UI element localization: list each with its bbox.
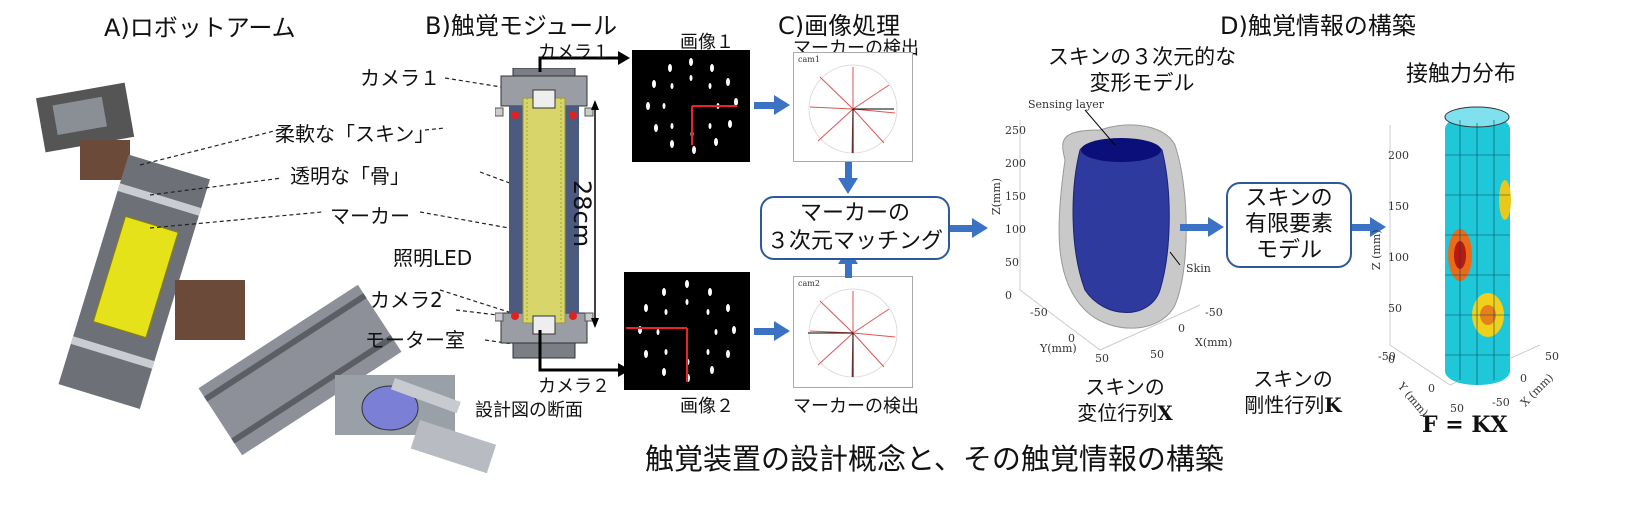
label-camera1: カメラ１ — [360, 66, 440, 90]
leader-lines — [139, 77, 523, 346]
section-b-title: B)触覚モジュール — [425, 12, 618, 40]
robot-forearm — [198, 284, 402, 456]
marker-detection-plot-1-figure — [808, 64, 898, 154]
flow-arrows-c — [754, 95, 988, 341]
robot-shoulder — [35, 82, 135, 180]
force-distribution-title: 接触力分布 — [1406, 62, 1517, 87]
deform-y-tick-a: -50 — [1030, 306, 1048, 319]
deform-y-axis: Y(mm) — [1040, 342, 1077, 355]
label-flexible-skin: 柔軟な「スキン」 — [275, 122, 435, 146]
displacement-line2: 変位行列 — [1077, 401, 1158, 425]
deform-z-tick: 200 — [1005, 157, 1026, 170]
displacement-matrix-label: スキンの 変位行列X — [1070, 374, 1180, 426]
force-z-tick: 50 — [1388, 302, 1402, 315]
matching-line2: ３次元マッチング — [766, 229, 943, 254]
displacement-symbol: X — [1157, 401, 1173, 425]
force-z-ticks: 200 150 100 50 0 — [1388, 130, 1409, 385]
robot-hand — [335, 375, 497, 474]
force-distribution-plot — [1389, 106, 1541, 386]
force-z-tick: 100 — [1388, 251, 1409, 264]
image1-label: 画像１ — [680, 32, 734, 53]
deform-x-tick-c: 50 — [1150, 348, 1164, 361]
robot-elbow — [175, 280, 245, 340]
deform-y-tick-c: 50 — [1095, 352, 1109, 365]
force-x-tick-a: 50 — [1545, 350, 1559, 363]
deform-model-line2: 変形モデル — [1089, 71, 1195, 95]
fem-box: スキンの 有限要素 モデル — [1226, 182, 1352, 268]
stiffness-line2: 剛性行列 — [1244, 393, 1325, 417]
camera-image-2-markers — [626, 280, 736, 382]
label-transparent-bone: 透明な「骨」 — [290, 164, 410, 188]
fem-line3: モデル — [1255, 238, 1322, 263]
deform-z-axis: Z(mm) — [990, 177, 1003, 215]
force-z-tick: 150 — [1388, 200, 1409, 213]
fem-line1: スキンの — [1245, 186, 1333, 211]
dimension-line — [591, 100, 599, 328]
deform-z-tick: 50 — [1005, 256, 1019, 269]
section-caption: 設計図の断面 — [475, 400, 583, 421]
module-cross-section — [495, 68, 594, 359]
force-y-tick-b: 0 — [1428, 382, 1435, 395]
force-z-tick: 0 — [1388, 353, 1395, 366]
camera-arrows — [538, 51, 630, 377]
section-d-title: D)触覚情報の構築 — [1220, 12, 1416, 40]
deform-x-tick-b: 0 — [1178, 322, 1185, 335]
deform-z-tick: 100 — [1005, 223, 1026, 236]
deform-z-tick: 150 — [1005, 190, 1026, 203]
cam2-tag: cam2 — [798, 279, 820, 288]
force-x-tick-b: 0 — [1520, 372, 1527, 385]
camera2-arrow-label: カメラ２ — [538, 376, 610, 397]
force-z-tick: 200 — [1388, 149, 1409, 162]
deform-z-tick: 250 — [1005, 124, 1026, 137]
label-motor-room: モーター室 — [365, 328, 465, 352]
marker-detection-plot-1: cam1 — [793, 52, 913, 162]
label-led: 照明LED — [393, 246, 473, 270]
flow-arrows-d — [1180, 217, 1386, 237]
force-x-tick-c: -50 — [1492, 396, 1510, 409]
stiffness-line1: スキンの — [1253, 367, 1333, 391]
matching-line1: マーカーの — [799, 201, 910, 226]
marker-detection-plot-2: cam2 — [793, 276, 913, 388]
deform-z-tick: 0 — [1005, 289, 1012, 302]
section-c-title: C)画像処理 — [778, 12, 901, 40]
deform-z-ticks: 250 200 150 100 50 0 — [1005, 114, 1026, 312]
stiffness-symbol: K — [1324, 393, 1342, 417]
deform-model-line1: スキンの３次元的な — [1047, 45, 1237, 69]
skin-label: Skin — [1186, 262, 1211, 275]
marker-detection-plot-2-figure — [808, 288, 898, 378]
figure-caption: 触覚装置の設計概念と、その触覚情報の構築 — [645, 442, 1224, 476]
robot-upper-arm — [58, 154, 210, 409]
deform-x-axis: X(mm) — [1195, 336, 1233, 349]
deform-x-tick-a: -50 — [1205, 306, 1223, 319]
camera-image-1 — [632, 50, 750, 162]
force-y-tick-a: -50 — [1378, 350, 1396, 363]
image2-label: 画像２ — [680, 396, 734, 417]
robot-arm-illustration — [35, 82, 497, 474]
detect2-label: マーカーの検出 — [793, 396, 919, 417]
deformation-plot — [1019, 109, 1201, 351]
displacement-line1: スキンの — [1085, 375, 1165, 399]
section-a-title: A)ロボットアーム — [104, 14, 296, 42]
deform-y-tick-b: 0 — [1068, 332, 1075, 345]
camera1-arrow-label: カメラ１ — [538, 42, 610, 63]
sensing-layer-label: Sensing layer — [1028, 98, 1104, 111]
deform-model-title: スキンの３次元的な 変形モデル — [1022, 44, 1262, 96]
cam1-tag: cam1 — [798, 55, 820, 64]
camera-image-2 — [624, 272, 750, 390]
force-y-tick-c: 50 — [1450, 402, 1464, 415]
label-camera2: カメラ2 — [370, 288, 443, 312]
marker-3d-matching-box: マーカーの ３次元マッチング — [760, 196, 950, 260]
camera-image-1-markers — [646, 58, 738, 154]
force-formula: F = KX — [1422, 412, 1508, 438]
fem-line2: 有限要素 — [1244, 212, 1333, 237]
force-z-axis: Z (mm) — [1370, 229, 1383, 270]
stiffness-matrix-label: スキンの 剛性行列K — [1238, 366, 1348, 418]
label-marker: マーカー — [330, 204, 410, 228]
